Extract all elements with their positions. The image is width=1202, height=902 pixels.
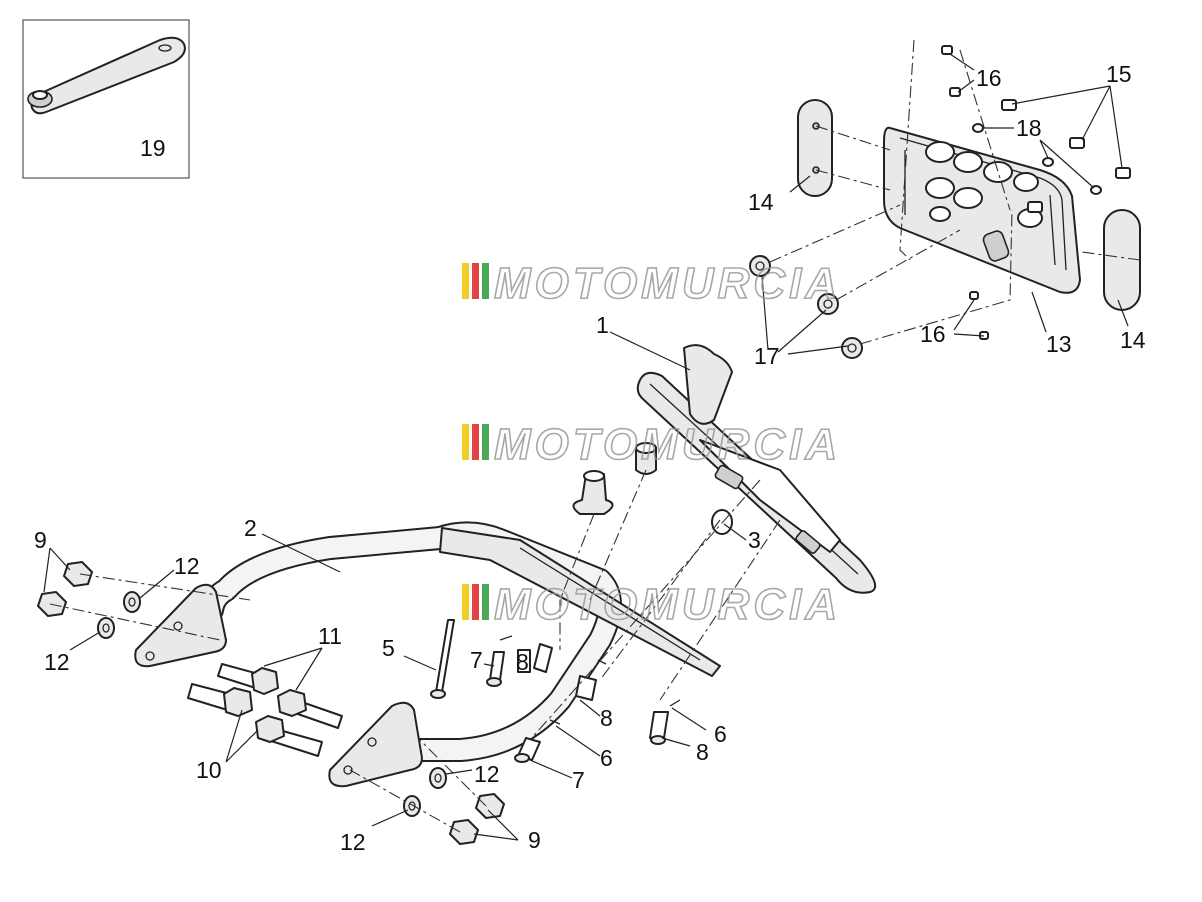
watermark-text: MOTOMURCIA xyxy=(494,420,841,469)
callout-16a: 16 xyxy=(976,65,1002,91)
callout-8b: 8 xyxy=(600,705,613,731)
washers-18 xyxy=(972,123,1102,195)
callout-12d: 12 xyxy=(340,829,366,855)
assembly-lines-lower xyxy=(49,469,781,833)
callout-14b: 14 xyxy=(1120,327,1146,353)
watermark-1: MOTOMURCIA xyxy=(462,258,841,309)
callout-9b: 9 xyxy=(528,827,541,853)
callouts: 1 2 3 5 6 6 7 7 8 8 8 9 9 10 11 12 12 12… xyxy=(34,61,1146,855)
callout-10: 10 xyxy=(196,757,222,783)
callout-15: 15 xyxy=(1106,61,1132,87)
callout-8c: 8 xyxy=(696,739,709,765)
nuts-17 xyxy=(749,255,863,359)
rear-frame-tube-2 xyxy=(200,521,721,762)
callout-12c: 12 xyxy=(474,761,500,787)
side-pad-14-right xyxy=(1103,209,1141,311)
callout-11: 11 xyxy=(318,623,342,649)
strap-19 xyxy=(29,36,186,115)
watermark-stripe-red xyxy=(472,263,479,299)
callout-13: 13 xyxy=(1046,331,1072,357)
callout-7a: 7 xyxy=(470,647,483,673)
callout-1: 1 xyxy=(596,312,609,338)
callout-19: 19 xyxy=(140,135,166,161)
mount-plate-right xyxy=(328,701,423,788)
watermark-stripe-yellow xyxy=(462,263,469,299)
callout-5: 5 xyxy=(382,635,395,661)
callout-3: 3 xyxy=(748,527,761,553)
bolts-10-11 xyxy=(187,663,343,757)
callout-17: 17 xyxy=(754,343,780,369)
leader-lines xyxy=(43,53,1129,841)
rear-plate-bracket-1 xyxy=(636,344,877,594)
plate-holder-13 xyxy=(883,126,1081,294)
screws-16 xyxy=(941,45,989,340)
callout-8a: 8 xyxy=(516,649,529,675)
callout-6a: 6 xyxy=(714,721,727,747)
watermark-stripe-green xyxy=(482,263,489,299)
assembly-lines-upper xyxy=(769,39,1141,345)
watermark-2: MOTOMURCIA xyxy=(462,419,841,470)
callout-18: 18 xyxy=(1016,115,1042,141)
watermark-text: MOTOMURCIA xyxy=(494,259,841,308)
watermark-3: MOTOMURCIA xyxy=(462,579,841,630)
watermark-text: MOTOMURCIA xyxy=(494,580,841,629)
callout-12a: 12 xyxy=(174,553,200,579)
inset-part-19: 19 xyxy=(22,19,190,179)
mount-plate-left xyxy=(134,583,227,668)
callout-2: 2 xyxy=(244,515,257,541)
callout-7b: 7 xyxy=(572,767,585,793)
callout-9a: 9 xyxy=(34,527,47,553)
screws-15 xyxy=(1001,99,1131,213)
callout-6b: 6 xyxy=(600,745,613,771)
spacer-sleeves xyxy=(572,442,657,515)
callout-16b: 16 xyxy=(920,321,946,347)
callout-12b: 12 xyxy=(44,649,70,675)
nuts-9 xyxy=(37,561,505,845)
callout-14a: 14 xyxy=(748,189,774,215)
washers-12 xyxy=(97,591,447,817)
